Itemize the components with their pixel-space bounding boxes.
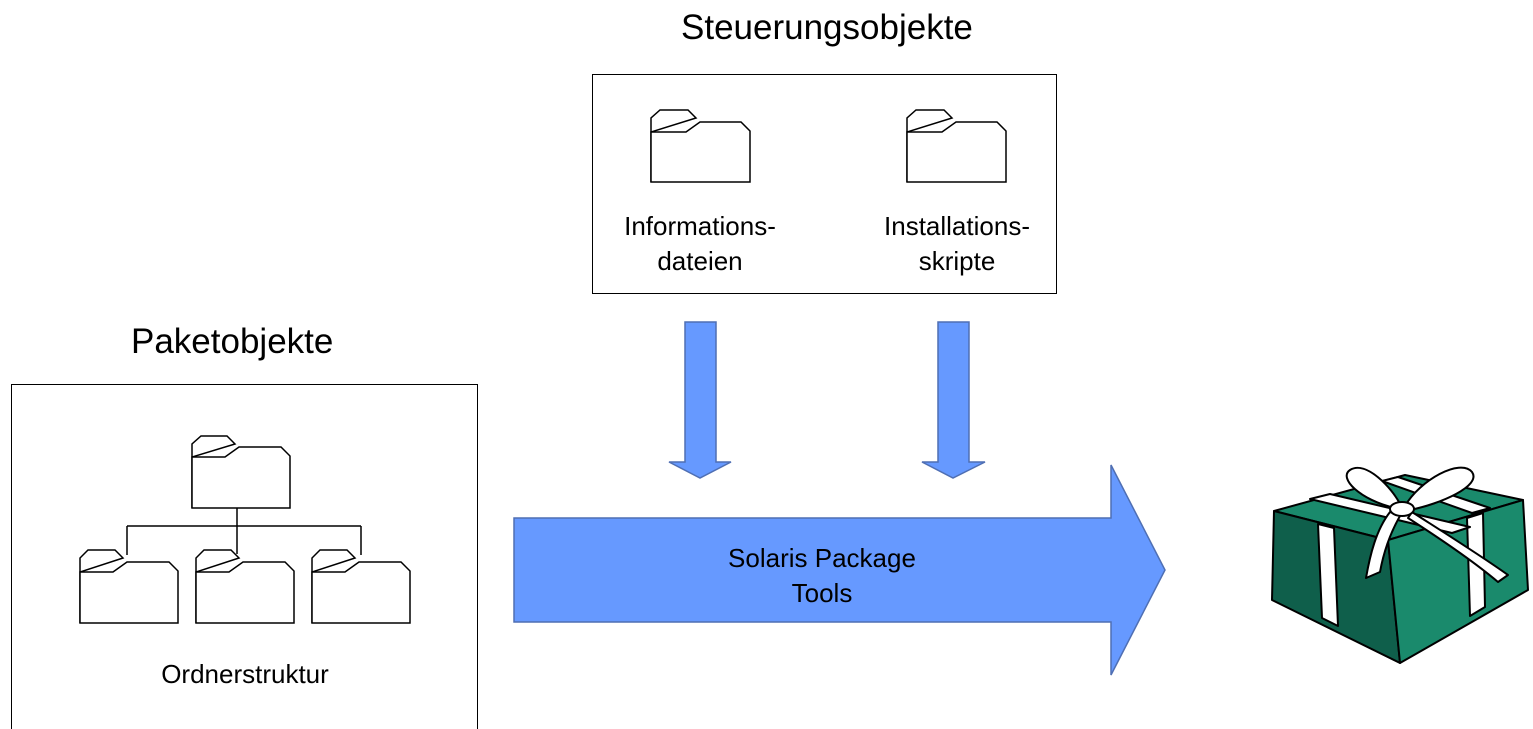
folder-icon [191,435,291,509]
folder-structure-caption: Ordnerstruktur [161,659,329,689]
control-objects-title: Steuerungsobjekte [681,8,973,47]
process-label-line1: Solaris Package [728,543,916,573]
tree-connector-lines [126,508,362,555]
package-objects-title: Paketobjekte [131,322,334,361]
process-label-line2: Tools [791,578,853,608]
down-arrow-icon [668,321,732,479]
folder-icon [650,109,751,183]
information-files-label: Informations- dateien [600,209,800,279]
folder-icon [79,549,179,624]
installation-scripts-label: Installations- skripte [857,209,1057,279]
folder-icon [906,109,1007,183]
gift-package-icon [1271,466,1529,664]
folder-icon [311,549,411,624]
folder-icon [195,549,295,624]
installation-scripts-label-line1: Installations- [884,211,1030,241]
folder-tree-icon [79,435,411,624]
down-arrow-icon [921,321,986,479]
process-arrow-icon [513,464,1166,676]
information-files-label-line2: dateien [657,246,743,276]
process-label: Solaris Package Tools [672,541,972,611]
installation-scripts-label-line2: skripte [918,246,996,276]
information-files-label-line1: Informations- [624,211,776,241]
